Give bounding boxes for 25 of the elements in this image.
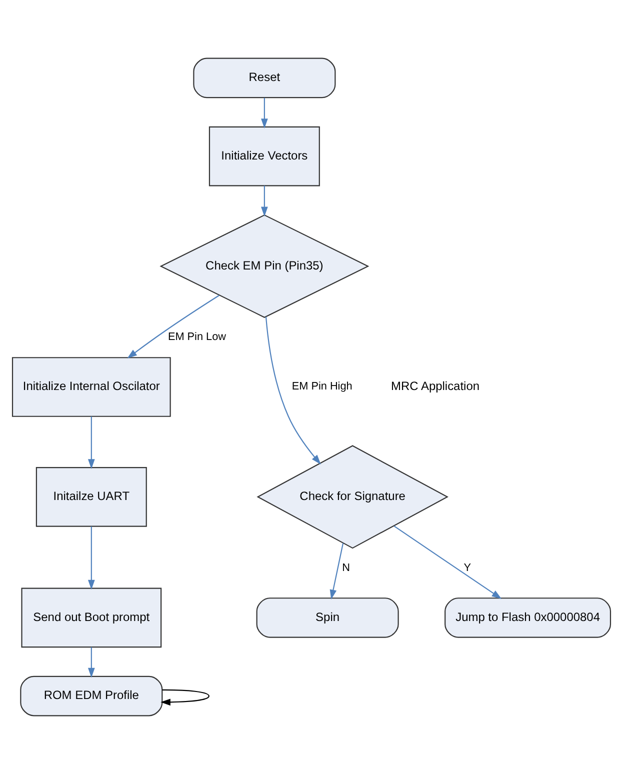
arrow [88, 526, 95, 590]
node-box: Spin [256, 597, 399, 638]
arrow [261, 97, 268, 128]
arrow [261, 185, 268, 216]
edge-label: N [342, 561, 350, 574]
label: MRC Application [391, 378, 480, 393]
arrow [88, 416, 95, 468]
node-diamond: Check EM Pin (Pin35) [160, 214, 370, 318]
arrow [127, 294, 220, 358]
node-box: Reset [193, 57, 336, 98]
node-diamond: Check for Signature [256, 444, 448, 548]
edge-label: Y [464, 561, 472, 574]
edge-label: EM Pin High [292, 380, 352, 392]
node-box: Send out Boot prompt [21, 587, 162, 648]
node-box: Initialize Internal Oscilator [12, 356, 171, 416]
arrow [330, 542, 344, 599]
node-box: Initailze UART [36, 466, 147, 526]
arrow [160, 688, 210, 706]
node-box: Initialize Vectors [208, 126, 320, 186]
node-box: ROM EDM Profile [20, 675, 163, 716]
arrow [88, 646, 95, 678]
arrow [265, 316, 321, 464]
arrow [394, 525, 502, 598]
edge-label: EM Pin Low [168, 330, 226, 343]
node-box: Jump to Flash 0x00000804 [444, 597, 612, 638]
